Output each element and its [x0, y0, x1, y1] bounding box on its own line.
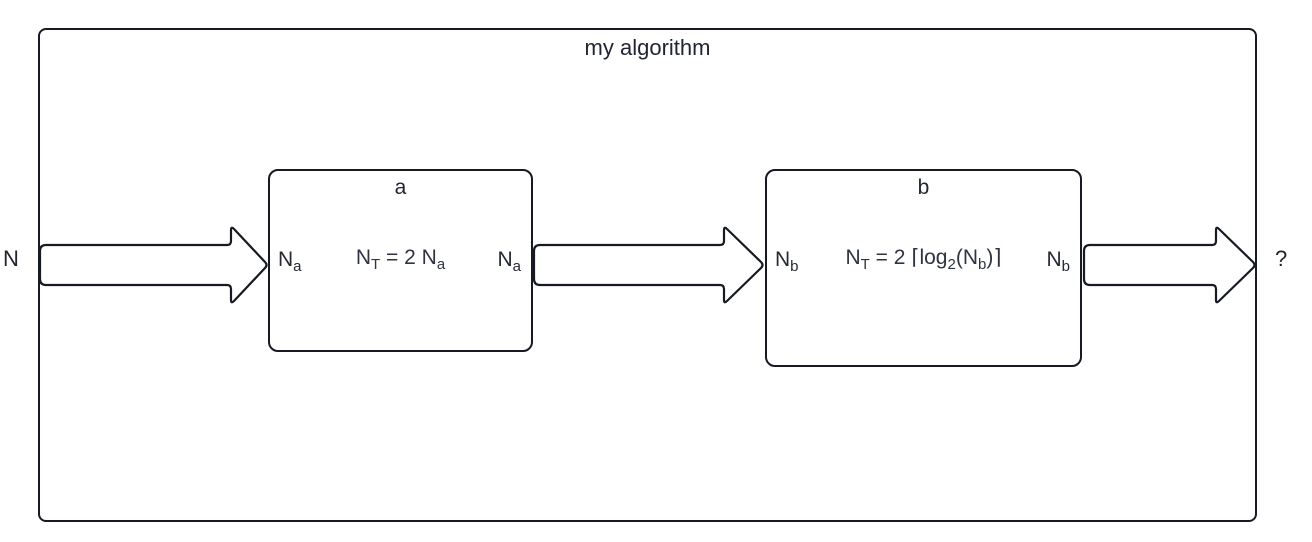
- block-a-output-port-label: Na: [497, 248, 521, 276]
- input-label: N: [3, 246, 19, 271]
- block-a-title: a: [394, 176, 407, 199]
- block-a-formula: NT = 2 Na: [355, 246, 446, 274]
- output-label: ?: [1275, 246, 1288, 271]
- output-arrow: [1082, 226, 1256, 304]
- block-a: a Na NT = 2 Na Na: [268, 169, 533, 352]
- block-b-input-port-label: Nb: [775, 248, 799, 276]
- block-b-title: b: [917, 176, 930, 199]
- block-b: b Nb NT = 2 ⌈log2(Nb)⌉ Nb: [765, 169, 1082, 367]
- block-b-output-port-label: Nb: [1046, 248, 1070, 276]
- a-to-b-arrow: [532, 226, 764, 304]
- input-arrow: [38, 226, 268, 304]
- diagram-title: my algorithm: [584, 35, 711, 60]
- block-b-formula: NT = 2 ⌈log2(Nb)⌉: [845, 246, 1002, 274]
- algorithm-boundary-box: my algorithm: [38, 28, 1257, 522]
- block-a-input-port-label: Na: [278, 248, 302, 276]
